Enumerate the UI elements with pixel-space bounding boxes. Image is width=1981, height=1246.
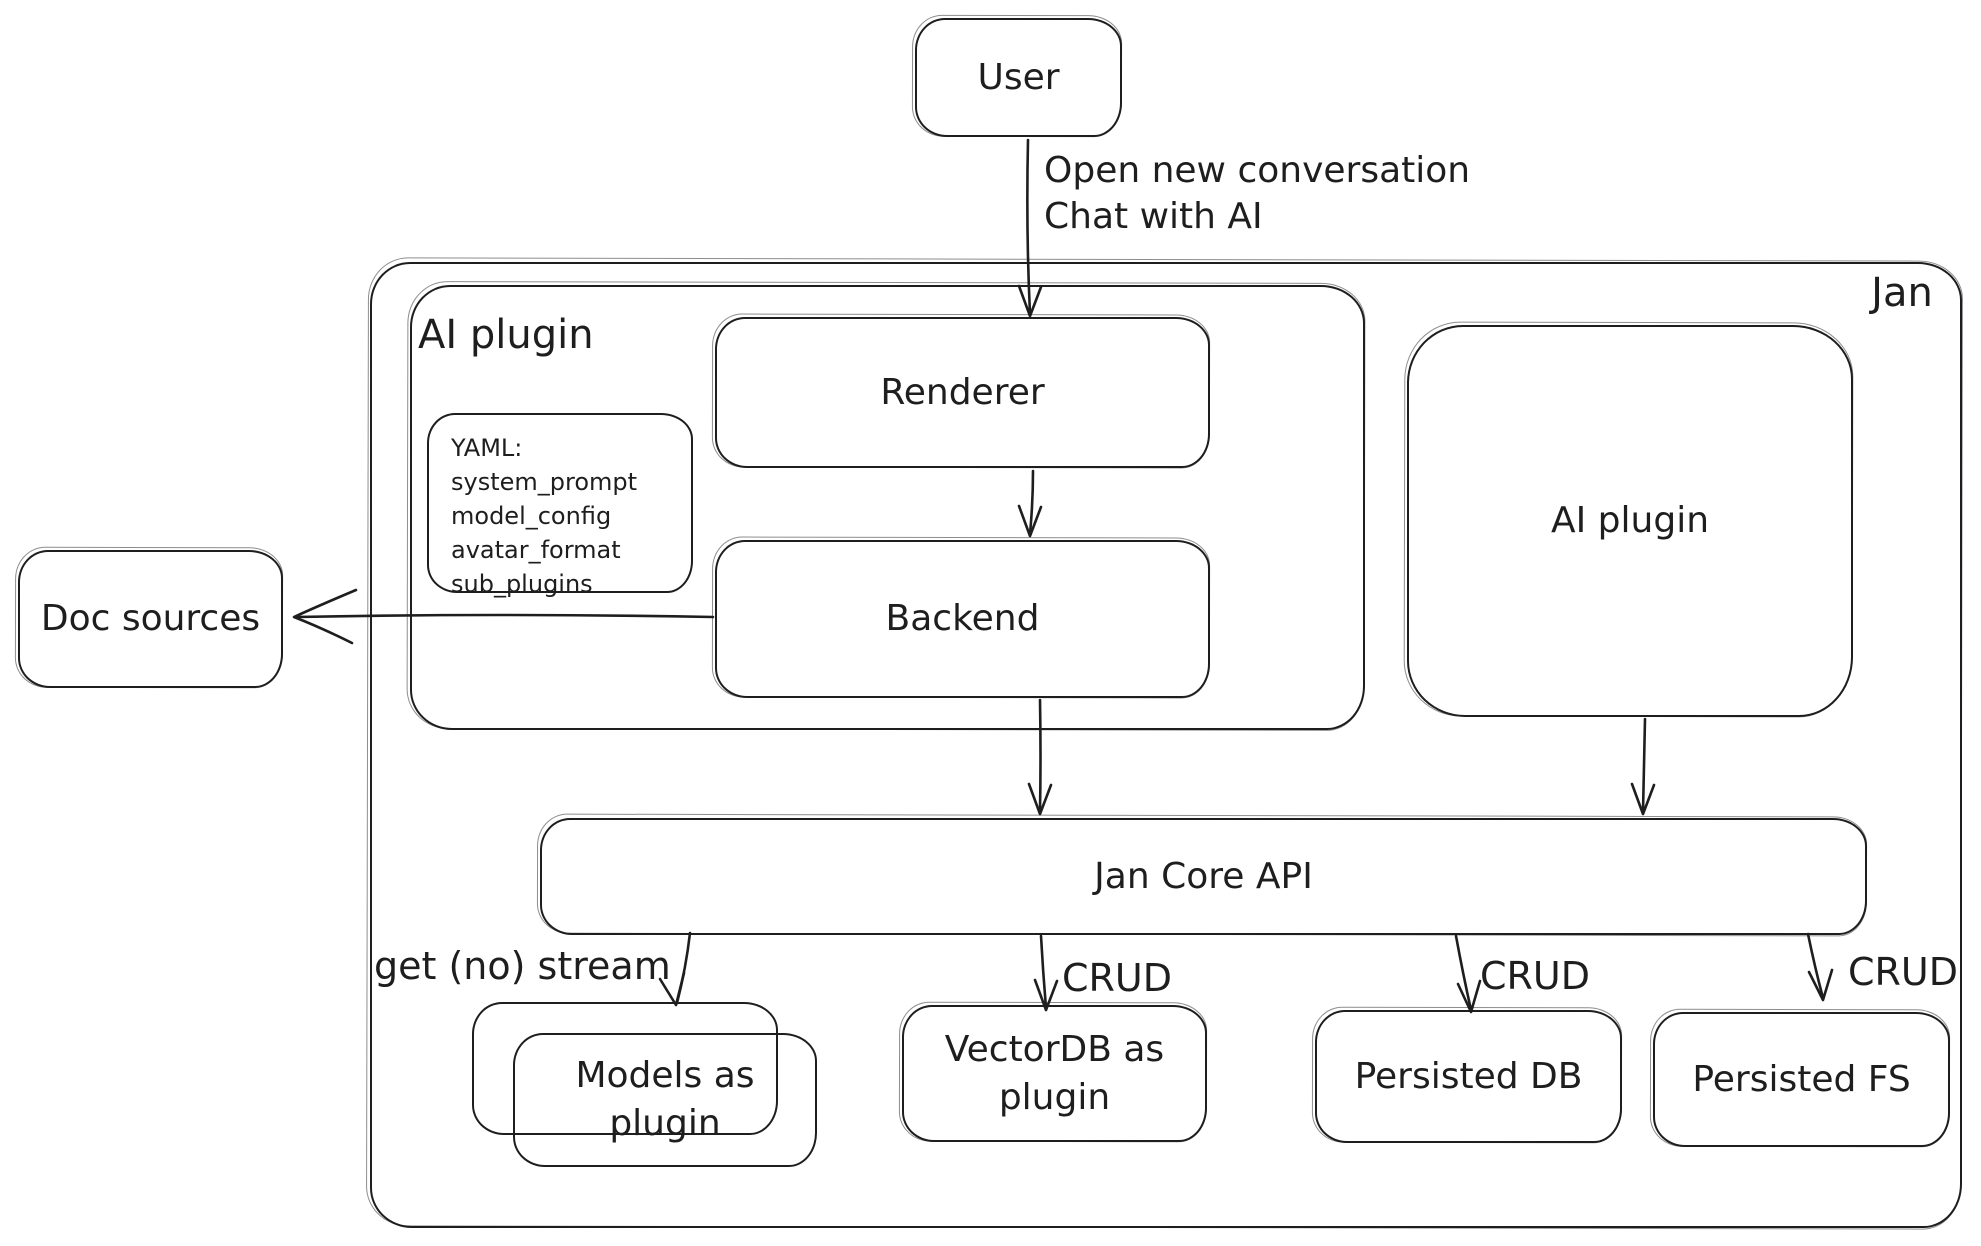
node-ai-plugin-right: AI plugin — [1407, 325, 1853, 717]
yaml-line: model_config — [451, 502, 612, 530]
node-persisted-fs: Persisted FS — [1653, 1012, 1950, 1147]
node-backend-label: Backend — [885, 598, 1040, 639]
edge-label-user-flow-line2: Chat with AI — [1044, 196, 1263, 237]
node-renderer: Renderer — [715, 317, 1210, 468]
jan-container-label: Jan — [1871, 270, 1933, 316]
node-user-label: User — [977, 56, 1060, 98]
edge-label-get-no-stream: get (no) stream — [374, 944, 671, 988]
jan-container — [370, 262, 1962, 1228]
node-vectordb-as-plugin: VectorDB as plugin — [902, 1005, 1207, 1142]
yaml-line: YAML: — [451, 434, 523, 462]
node-persisted-db: Persisted DB — [1315, 1010, 1622, 1143]
node-models-as-plugin-label: Models as plugin — [575, 1055, 755, 1144]
yaml-line: avatar_format — [451, 536, 621, 564]
ai-plugin-container-label: AI plugin — [418, 312, 594, 358]
node-persisted-fs-label: Persisted FS — [1692, 1058, 1911, 1100]
yaml-line: system_prompt — [451, 468, 638, 496]
node-jan-core-api: Jan Core API — [540, 818, 1867, 935]
edge-label-crud-persisted-db: CRUD — [1480, 954, 1591, 998]
node-doc-sources-label: Doc sources — [40, 598, 261, 639]
node-user: User — [915, 18, 1122, 137]
node-vectordb-as-plugin-label: VectorDB as plugin — [944, 1028, 1165, 1118]
node-ai-plugin-right-label: AI plugin — [1550, 500, 1710, 541]
node-jan-core-api-label: Jan Core API — [1094, 855, 1313, 897]
yaml-note: YAML: system_prompt model_config avatar_… — [427, 413, 693, 598]
node-backend: Backend — [715, 540, 1210, 698]
edge-label-user-flow-line1: Open new conversation — [1044, 150, 1471, 191]
node-doc-sources: Doc sources — [18, 550, 283, 688]
node-persisted-db-label: Persisted DB — [1354, 1055, 1583, 1097]
node-models-as-plugin: Models as plugin — [513, 1033, 817, 1167]
edge-label-user-flow: Open new conversation Chat with AI — [1044, 148, 1470, 240]
edge-label-crud-persisted-fs: CRUD — [1848, 950, 1959, 994]
node-renderer-label: Renderer — [880, 371, 1045, 413]
yaml-line: sub_plugins — [451, 570, 593, 598]
node-models-as-plugin-back — [472, 1002, 778, 1135]
ai-plugin-container — [410, 285, 1365, 730]
edge-label-crud-vectordb: CRUD — [1062, 956, 1173, 1000]
